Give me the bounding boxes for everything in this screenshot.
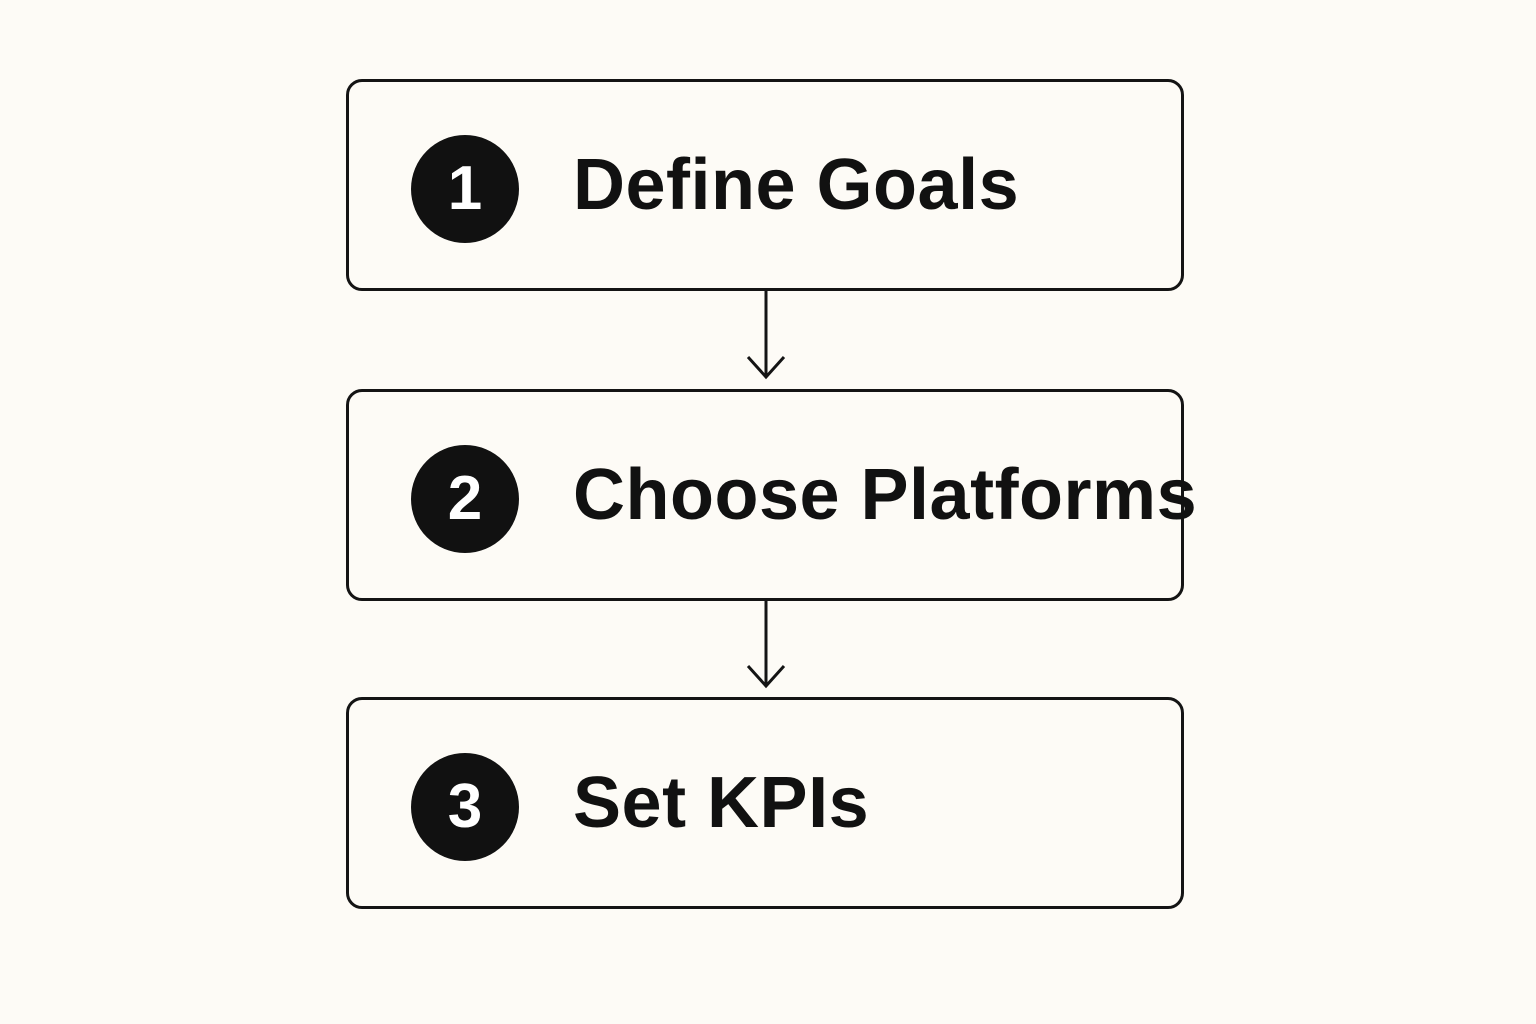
step-box-choose-platforms: 2 Choose Platforms (346, 389, 1197, 601)
step-label: Choose Platforms (573, 455, 1198, 535)
step-number-badge: 3 (411, 753, 519, 861)
step-box-define-goals: 1 Define Goals (346, 79, 1184, 291)
step-number-badge: 2 (411, 445, 519, 553)
step-label: Set KPIs (573, 763, 870, 843)
arrow-down-icon (746, 601, 786, 689)
arrow-down-icon (746, 291, 786, 380)
step-number-badge: 1 (411, 135, 519, 243)
step-box-set-kpis: 3 Set KPIs (346, 697, 1184, 909)
step-label: Define Goals (573, 145, 1020, 225)
